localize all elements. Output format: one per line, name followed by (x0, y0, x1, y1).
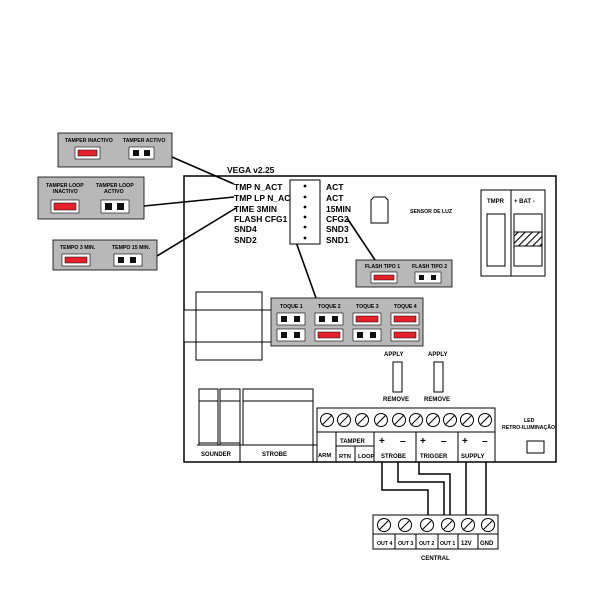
label-flash-1: FLASH TIPO 1 (365, 264, 400, 270)
label-15min: 15MIN (326, 204, 351, 214)
connection-wires (381, 462, 487, 515)
label-supply-plus: + (462, 436, 468, 447)
label-strobe-plus: + (379, 436, 385, 447)
label-cfg2: CFG2 (326, 214, 349, 224)
label-snd3: SND3 (326, 224, 349, 234)
tamper-switch (486, 213, 506, 267)
label-tmp-n-act: TMP N_ACT (234, 182, 283, 192)
label-strobe-input: STROBE (381, 454, 406, 460)
label-trigger: TRIGGER (420, 454, 448, 460)
label-loop-activo-2: ACTIVO (104, 189, 124, 195)
label-supply-minus: – (482, 436, 488, 447)
label-tamper-inactivo: TAMPER INACTIVO (65, 138, 113, 144)
legend-tamper-loop: TAMPER LOOP INACTIVO TAMPER LOOP ACTIVO (37, 176, 145, 220)
battery-plug (513, 231, 543, 247)
transformer (183, 291, 275, 361)
label-act-1: ACT (326, 182, 344, 192)
label-arm: ARM (318, 453, 331, 459)
leader-toque (295, 241, 317, 299)
label-remove-2: REMOVE (424, 397, 450, 403)
label-trigger-minus: – (441, 436, 447, 447)
button-switch (433, 361, 444, 393)
label-12v: 12V (461, 541, 472, 547)
label-loop-inactivo: TAMPER LOOP (46, 183, 84, 189)
label-sensor-luz: SENSOR DE LUZ (410, 209, 453, 215)
apply-remove-1: APPLY REMOVE (383, 352, 409, 403)
label-tempo-3: TEMPO 3 MIN. (60, 245, 96, 251)
label-snd1: SND1 (326, 235, 349, 245)
label-out2: OUT 2 (419, 541, 434, 547)
label-act-2: ACT (326, 193, 344, 203)
label-out3: OUT 3 (398, 541, 413, 547)
legend-tempo: TEMPO 3 MIN. TEMPO 15 MIN. (52, 239, 158, 271)
label-apply-2: APPLY (428, 352, 447, 358)
label-loop-inactivo-2: INACTIVO (53, 189, 78, 195)
leader-flash (346, 217, 376, 261)
main-terminal-block: ARM TAMPER RTN LOOP + – STROBE + – TRIGG… (316, 407, 496, 463)
apply-remove-2: APPLY REMOVE (424, 352, 450, 403)
label-remove-1: REMOVE (383, 397, 409, 403)
jumper-on (373, 274, 395, 281)
label-strobe-output: STROBE (262, 452, 287, 458)
label-trigger-plus: + (420, 436, 426, 447)
label-supply: SUPPLY (461, 454, 484, 460)
leader-tamper (171, 156, 235, 185)
label-loop: LOOP (358, 454, 375, 460)
jumper-on (64, 256, 88, 264)
leader-tempo (156, 207, 237, 257)
jumper-on (77, 149, 98, 157)
label-loop-activo: TAMPER LOOP (96, 183, 134, 189)
jumper-on (355, 315, 379, 323)
label-led: LED (524, 418, 535, 424)
terminal-screws (320, 413, 492, 427)
label-toque-3: TOQUE 3 (356, 304, 379, 310)
label-tmp-lp-n-act: TMP LP N_ACT (234, 193, 296, 203)
jumper-on (393, 331, 417, 339)
label-toque-2: TOQUE 2 (318, 304, 341, 310)
label-gnd: GND (480, 541, 494, 547)
legend-flash: FLASH TIPO 1 FLASH TIPO 2 (355, 259, 453, 288)
label-toque-1: TOQUE 1 (280, 304, 303, 310)
label-rtn: RTN (339, 454, 351, 460)
config-labels-right: ACT ACT 15MIN CFG2 SND3 SND1 (326, 182, 351, 245)
label-out4: OUT 4 (377, 541, 392, 547)
central-screws (377, 518, 495, 532)
legend-toque: TOQUE 1 TOQUE 2 TOQUE 3 TOQUE 4 (270, 297, 424, 347)
config-labels-left: TMP N_ACT TMP LP N_ACT TIME 3MIN FLASH C… (234, 182, 296, 245)
jumper-on (53, 202, 77, 211)
label-sounder: SOUNDER (201, 452, 232, 458)
board-version: VEGA v2.25 (227, 165, 275, 175)
label-out1: OUT 1 (440, 541, 455, 547)
label-strobe-minus: – (400, 436, 406, 447)
jumper-on (393, 315, 417, 323)
jumper-on (317, 331, 341, 339)
label-flash-2: FLASH TIPO 2 (412, 264, 447, 270)
button-switch (392, 361, 403, 393)
label-tamper: TAMPER (340, 439, 366, 445)
light-sensor-icon (370, 196, 389, 224)
legend-tamper: TAMPER INACTIVO TAMPER ACTIVO (57, 132, 173, 168)
label-snd2: SND2 (234, 235, 257, 245)
label-apply-1: APPLY (384, 352, 403, 358)
sounder-strobe-area: SOUNDER STROBE (197, 388, 317, 462)
label-central: CENTRAL (421, 556, 450, 562)
label-retro-iluminacao: RETRO-ILUMINAÇÃO (502, 424, 555, 431)
label-flash-cfg1: FLASH CFG1 (234, 214, 288, 224)
label-tmpr: TMPR (487, 199, 505, 205)
central-terminal-block: OUT 4 OUT 3 OUT 2 OUT 1 12V GND CENTRAL (372, 514, 499, 562)
label-time-3min: TIME 3MIN (234, 204, 277, 214)
label-tempo-15: TEMPO 15 MIN. (112, 245, 151, 251)
led-indicator (526, 440, 545, 454)
dip-dots (303, 184, 307, 240)
label-bat: + BAT - (514, 199, 535, 205)
leader-tamper-loop (143, 196, 235, 207)
dip-block (289, 179, 321, 245)
label-tamper-activo: TAMPER ACTIVO (123, 138, 165, 144)
label-snd4: SND4 (234, 224, 257, 234)
label-toque-4: TOQUE 4 (394, 304, 417, 310)
